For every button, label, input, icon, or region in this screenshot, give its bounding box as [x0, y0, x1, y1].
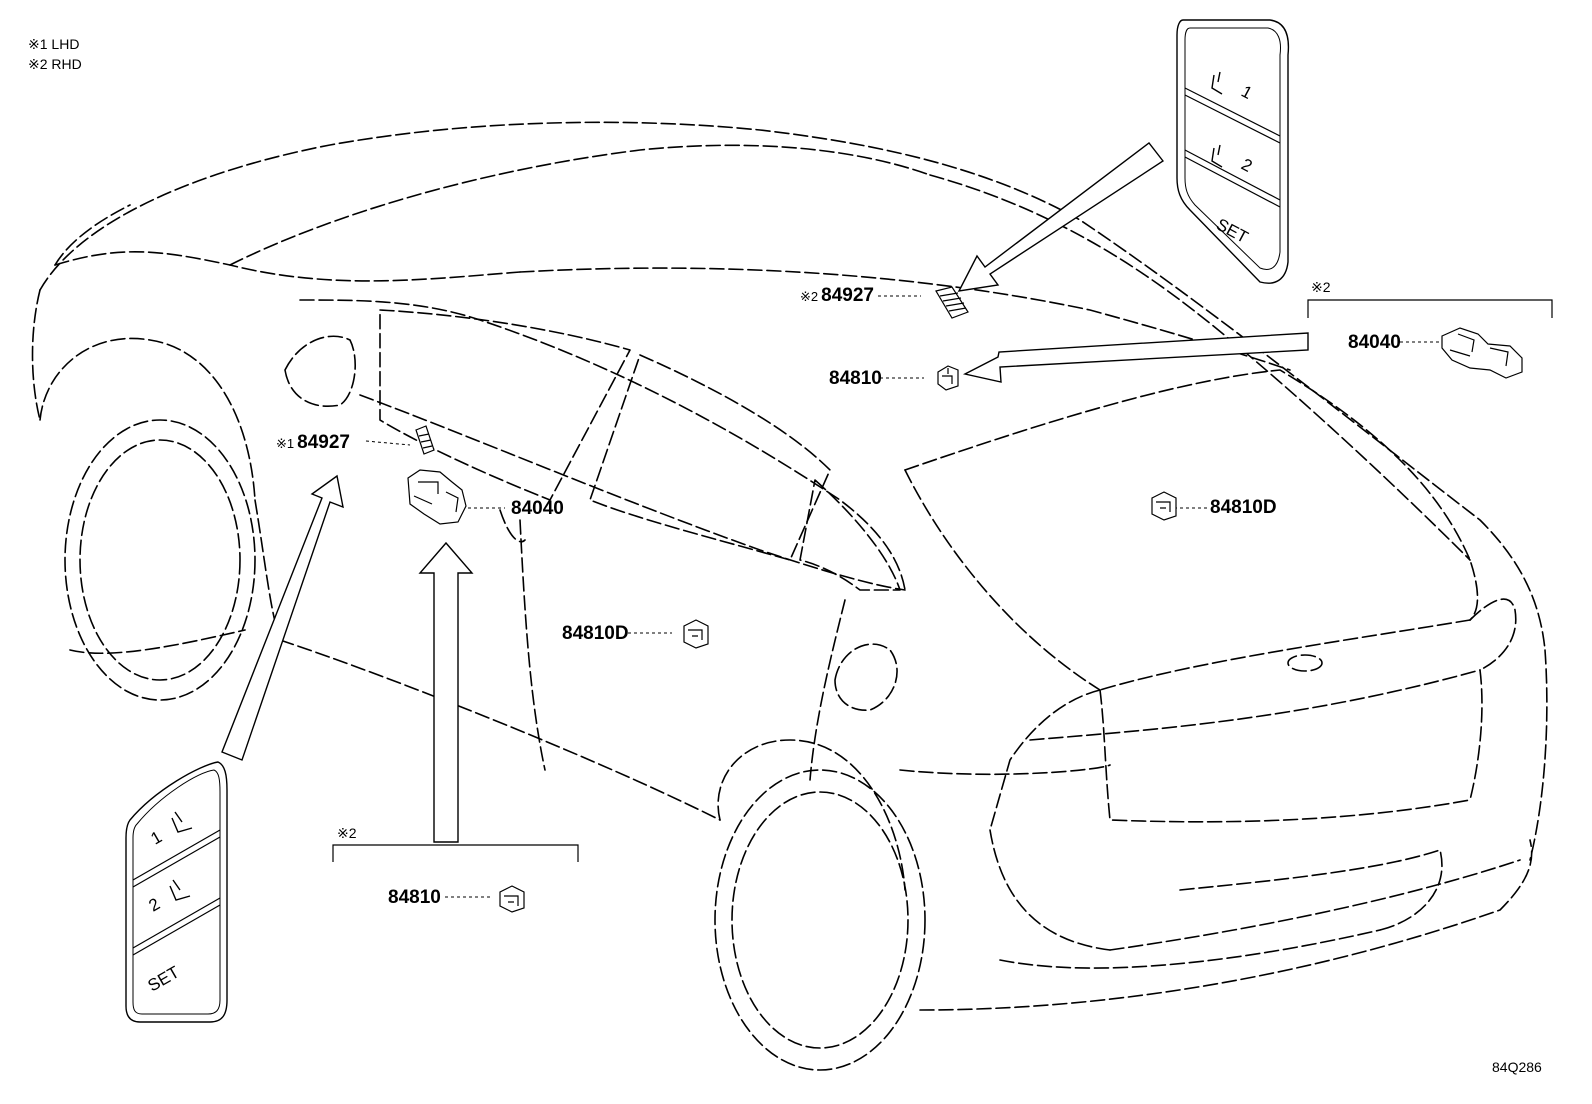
arrow-to-rhd-84927 [957, 142, 1165, 292]
callout-rhd-84810[interactable]: 84810 [829, 369, 882, 388]
part-number: 84040 [511, 498, 564, 519]
part-number: 84810D [562, 623, 629, 644]
callout-mark: ※1 [276, 436, 295, 451]
part-84927-rhd-glyph [935, 286, 969, 319]
part-number: 84810D [1210, 497, 1277, 518]
seat-icon-bottom-2 [169, 879, 191, 901]
legend-item-lhd: ※1 LHD [28, 34, 82, 54]
arrow-to-lhd-84927 [221, 474, 344, 761]
memory-switch-panel-top: 1 2 SET [1176, 19, 1290, 284]
callout-lhd-84040[interactable]: 84040 [511, 499, 564, 518]
part-number: 84927 [297, 432, 350, 453]
rhd-bracket-mark-bottom: ※2 [337, 825, 357, 841]
legend-item-rhd: ※2 RHD [28, 54, 82, 74]
part-84040-lhd-glyph [407, 469, 467, 525]
callout-bottom-84810[interactable]: 84810 [388, 888, 441, 907]
legend-mark-1: ※1 [28, 36, 48, 52]
switch-bottom-label-2: 2 [146, 894, 164, 915]
legend-text-rhd: RHD [51, 56, 82, 72]
switch-top-label-2: 2 [1238, 155, 1255, 176]
seat-icon-top-2 [1211, 144, 1223, 168]
memory-switch-panel-bottom: 1 2 SET [125, 761, 228, 1023]
part-84810D-side-glyph [683, 619, 709, 649]
legend: ※1 LHD ※2 RHD [28, 34, 82, 74]
arrow-to-lhd-84040 [418, 541, 474, 843]
part-84810D-rear-glyph [1151, 491, 1177, 521]
part-84040-rhd-glyph [1441, 327, 1523, 379]
part-84810-rhd-glyph [937, 365, 959, 391]
switch-top-label-1: 1 [1238, 82, 1255, 103]
rhd-bracket-mark-right: ※2 [1311, 279, 1331, 295]
callout-rhd-84040[interactable]: 84040 [1348, 333, 1401, 352]
seat-icon-top-1 [1211, 71, 1223, 95]
part-84927-lhd-glyph [415, 425, 435, 455]
diagram-id: 84Q286 [1492, 1059, 1542, 1075]
arrow-to-rhd-84810 [962, 332, 1309, 383]
switch-bottom-label-1: 1 [148, 827, 166, 848]
legend-text-lhd: LHD [51, 36, 80, 52]
part-number: 84040 [1348, 332, 1401, 353]
part-number: 84810 [388, 887, 441, 908]
callout-rear-84810D[interactable]: 84810D [1210, 498, 1277, 517]
callout-mark: ※2 [800, 289, 819, 304]
part-number: 84810 [829, 368, 882, 389]
seat-icon-bottom-1 [171, 811, 193, 833]
legend-mark-2: ※2 [28, 56, 48, 72]
rhd-bracket-lines [332, 299, 1553, 862]
part-84810-bottom-glyph [499, 885, 525, 913]
part-number: 84927 [821, 285, 874, 306]
switch-bottom-label-set: SET [145, 962, 183, 995]
switch-top-label-set: SET [1213, 215, 1251, 247]
callout-side-84810D[interactable]: 84810D [562, 624, 629, 643]
